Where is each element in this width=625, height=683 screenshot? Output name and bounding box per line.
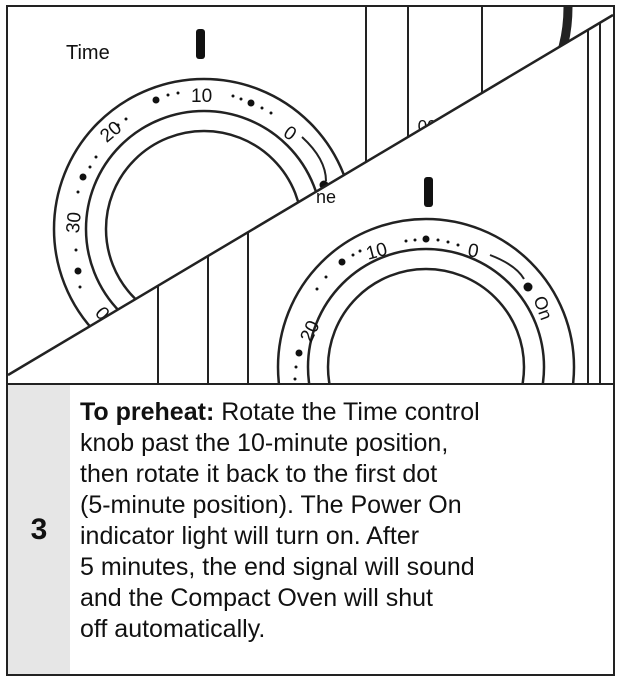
step-panel: 3 To preheat: Rotate the Time control kn…	[8, 385, 613, 674]
instruction-panel: 300 Time 10 20 30 40 0	[6, 5, 615, 676]
step-line: knob past the 10-minute position,	[80, 429, 449, 457]
scale-dots	[74, 91, 329, 289]
partial-label: ne	[316, 187, 336, 207]
step-line: indicator light will turn on. After	[80, 522, 420, 550]
dial-outer-ring	[276, 217, 576, 383]
dial-pointer	[196, 29, 205, 59]
dial-mid-ring	[306, 247, 546, 383]
dial-illustration: 300 Time 10 20 30 40 0	[8, 7, 613, 385]
tick-label-0: 0	[466, 240, 480, 263]
step-line: 5 minutes, the end signal will sound	[80, 553, 475, 581]
diagonal-divider	[8, 13, 613, 377]
step-instructions: To preheat: Rotate the Time control knob…	[80, 397, 600, 645]
dial-inner-ring	[104, 129, 304, 329]
tick-label-20: 20	[297, 318, 325, 346]
step-line: Rotate the Time control	[214, 398, 480, 426]
dial-inner-ring	[326, 267, 526, 383]
time-label: Time	[66, 42, 110, 64]
step-line: and the Compact Oven will shut	[80, 584, 433, 612]
tick-label-10: 10	[364, 239, 390, 265]
dial-mid-ring	[84, 109, 324, 349]
dial-pointer	[424, 177, 433, 207]
step-number-column: 3	[8, 385, 70, 674]
tick-label-30: 30	[63, 211, 86, 234]
neighbor-dial-label: 300	[418, 116, 446, 135]
on-arc	[489, 254, 525, 280]
step-line: then rotate it back to the first dot	[80, 460, 438, 488]
on-arc	[301, 136, 327, 182]
tick-label-10: 10	[191, 86, 212, 107]
step-line: off automatically.	[80, 615, 266, 643]
step-heading: To preheat:	[80, 398, 215, 426]
dial-illustration-svg: 300 Time 10 20 30 40 0	[8, 7, 613, 383]
step-number: 3	[30, 513, 48, 546]
scale-dots	[293, 235, 533, 381]
tick-label-20: 20	[96, 117, 126, 147]
step-line: (5-minute position). The Power On	[80, 491, 462, 519]
